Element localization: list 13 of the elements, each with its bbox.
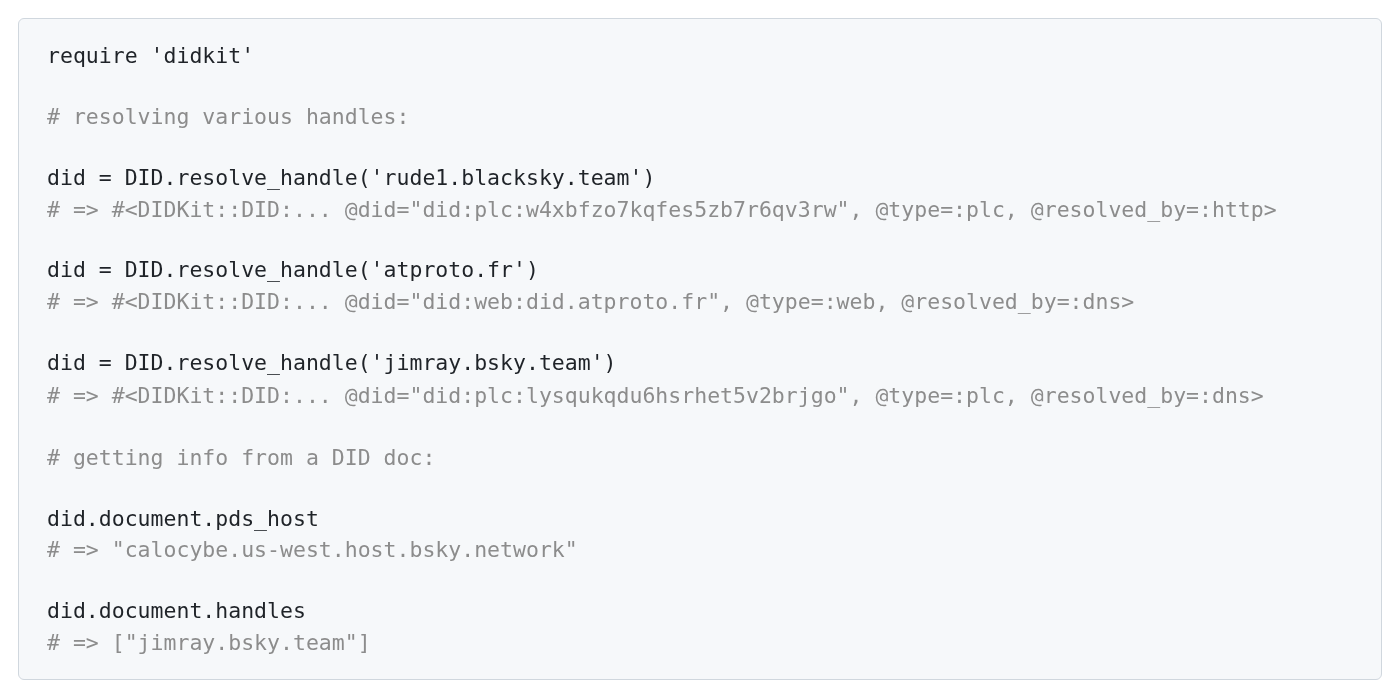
code-comment: # => #<DIDKit::DID:... @did="did:web:did.atproto.fr", @type=:web, @resolved_by=:dns>	[47, 289, 1135, 315]
code-line: require 'didkit'	[47, 43, 255, 69]
code-comment: # => "calocybe.us-west.host.bsky.network"	[47, 537, 578, 563]
code-comment: # => #<DIDKit::DID:... @did="did:plc:lysqukqdu6hsrhet5v2brjgo", @type=:plc, @resolved_by=:dns>	[47, 383, 1264, 409]
code-line: did = DID.resolve_handle('rude1.blacksky.team')	[47, 165, 656, 191]
code-comment: # resolving various handles:	[47, 104, 410, 130]
code-comment: # getting info from a DID doc:	[47, 445, 436, 471]
code-comment: # => #<DIDKit::DID:... @did="did:plc:w4xbfzo7kqfes5zb7r6qv3rw", @type=:plc, @resolved_by=:http>	[47, 197, 1277, 223]
code-comment: # => ["jimray.bsky.team"]	[47, 630, 371, 656]
code-line: did.document.pds_host	[47, 506, 319, 532]
code-line: did.document.handles	[47, 598, 306, 624]
code-line: did = DID.resolve_handle('atproto.fr')	[47, 257, 539, 283]
code-line: did = DID.resolve_handle('jimray.bsky.team')	[47, 350, 617, 376]
